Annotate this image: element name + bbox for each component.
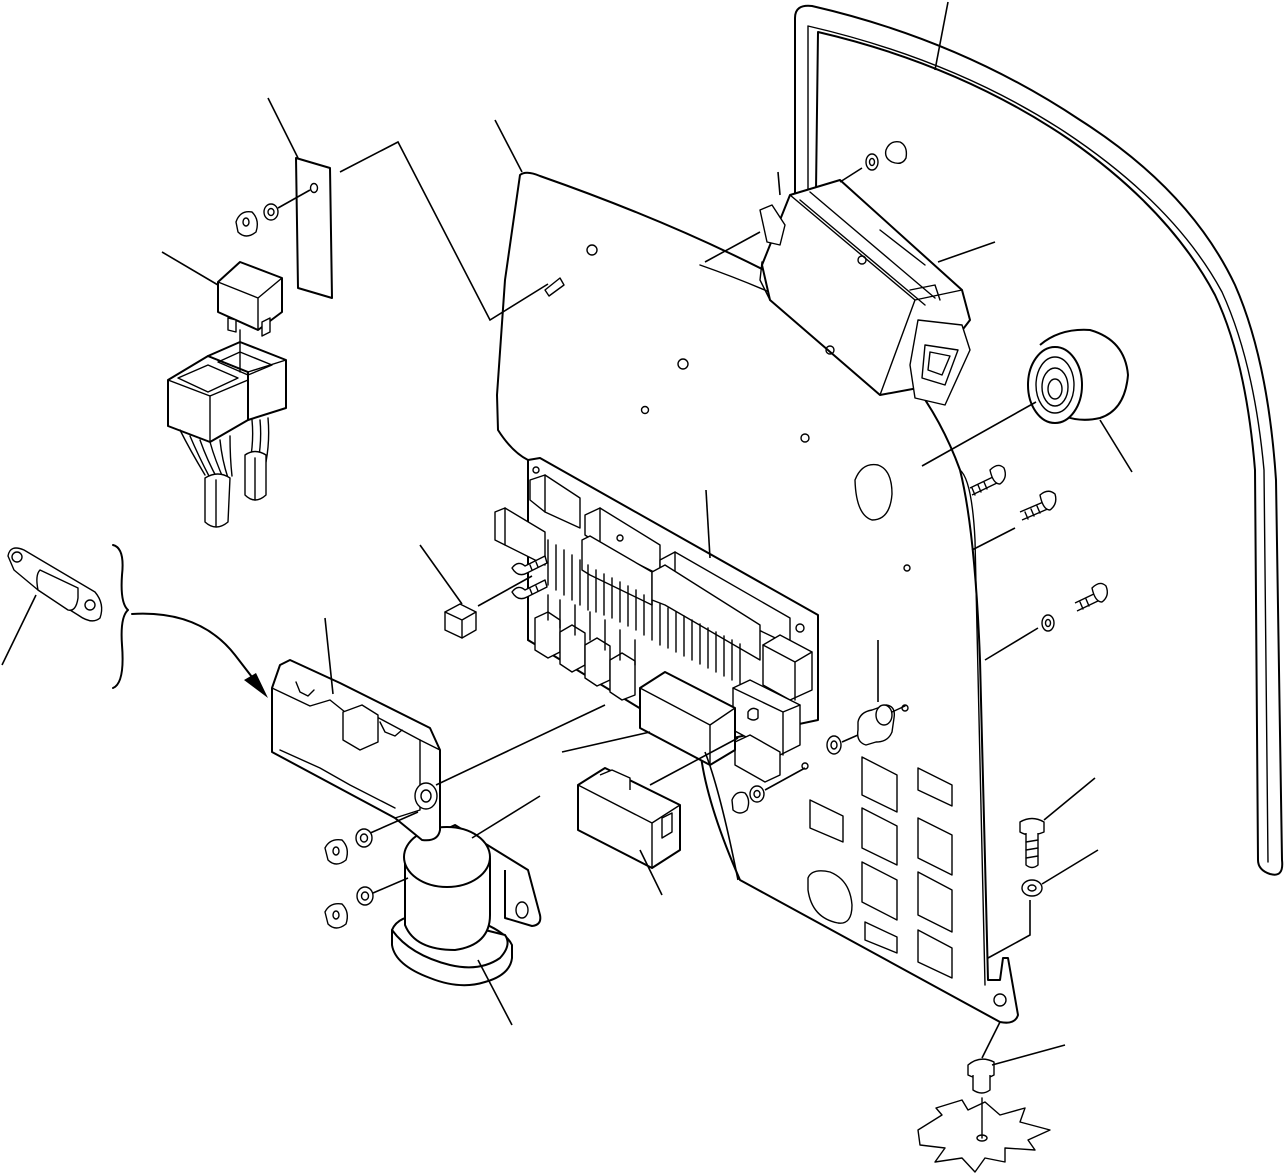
leader-controller: [937, 241, 996, 263]
mini-relay: [161, 251, 283, 337]
leader-frame: [934, 1, 949, 71]
stud-top: [544, 277, 565, 297]
fuse-row-lower: [534, 594, 636, 701]
screw-1: [969, 464, 1007, 496]
screw-3: [984, 582, 1109, 661]
can-device: [391, 795, 542, 1026]
arrow-head: [244, 673, 268, 698]
diode-part: [826, 640, 906, 755]
panel-vents: [807, 756, 953, 979]
controller-unit: [759, 179, 971, 406]
line-panel-controller: [704, 231, 761, 263]
fuse-row-upper: [547, 539, 741, 685]
fuse-relay-board: [494, 457, 819, 783]
leader-panel-top: [494, 119, 523, 173]
bolt-bottom-right: [987, 777, 1099, 959]
relay-center: [639, 671, 736, 766]
nut-washer-top-left: [235, 189, 311, 237]
leader-board: [705, 489, 711, 559]
brace: [112, 544, 129, 689]
nut-washer-board: [731, 762, 809, 814]
nut-washer-lower-2: [324, 877, 409, 929]
leader-panel-lower: [704, 751, 739, 881]
buzzer: [921, 328, 1133, 473]
relay-socket-with-wires: [167, 329, 287, 528]
leader-relay-center: [561, 731, 651, 753]
screw-2: [971, 490, 1057, 551]
leader-controller-top: [777, 171, 781, 196]
relay-socket-block: [271, 617, 606, 842]
frame-seal: [794, 4, 1284, 876]
arrow-line: [131, 612, 263, 691]
blade-fuse: [419, 544, 533, 639]
bracket-plate: [267, 97, 333, 299]
nut-washer-lower-1: [324, 828, 373, 865]
connector-clip: [1, 547, 103, 666]
relay-standalone: [577, 737, 739, 896]
floor-bolt: [917, 1021, 1066, 1173]
nut-washer-top-right: [839, 140, 908, 183]
leader-top-left-bracket: [339, 140, 549, 322]
